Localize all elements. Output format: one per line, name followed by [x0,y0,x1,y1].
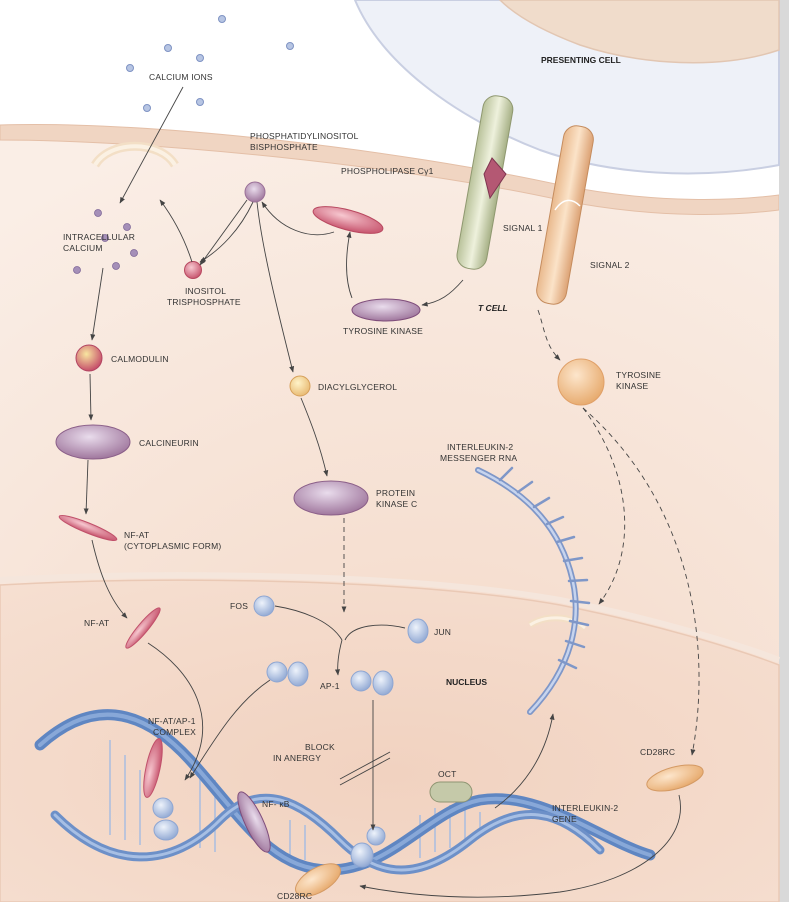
ap1-right [350,670,394,696]
label-intracellular-2: CALCIUM [63,243,103,253]
label-ip3-2: TRISPHOSPHATE [167,297,241,307]
label-cd28rc-bottom: CD28RC [277,891,312,901]
ap1-on-dna [350,826,386,868]
label-pkc-1: PROTEIN [376,488,415,498]
ip3-molecule [184,261,202,279]
presenting-cell-nucleus [498,0,780,64]
label-nucleus: NUCLEUS [446,677,487,687]
label-nfat-cyto-2: (CYTOPLASMIC FORM) [124,541,221,551]
cd28rc-bottom [295,863,341,897]
cd28-receptor [536,125,594,305]
label-il2-mrna-2: MESSENGER RNA [440,453,517,463]
jun [407,618,429,644]
label-block-1: BLOCK [305,742,335,752]
nfat-ap1-complex [143,738,179,841]
oct [429,781,473,803]
label-intracellular-1: INTRACELLULAR [63,232,135,242]
cd28rc-right [646,764,704,792]
label-presenting-cell: PRESENTING CELL [541,55,621,65]
label-pip2-1: PHOSPHATIDYLINOSITOL [250,131,359,141]
label-tyrosine-kinase-tcr: TYROSINE KINASE [343,326,423,336]
label-calcium-ions: CALCIUM IONS [149,72,213,82]
label-fos: FOS [230,601,248,611]
diacylglycerol [289,375,311,397]
intracellular-calcium-dots [73,209,138,274]
label-nfat-cyto-1: NF-AT [124,530,149,540]
label-t-cell: T CELL [478,303,508,313]
label-il2-mrna-1: INTERLEUKIN-2 [447,442,513,452]
label-il2-gene-1: INTERLEUKIN-2 [552,803,618,813]
pip2-molecule [244,181,266,203]
il2-mrna [475,466,591,715]
protein-kinase-c [293,480,369,516]
label-calcineurin: CALCINEURIN [139,438,199,448]
label-pkc-2: KINASE C [376,499,417,509]
label-block-2: IN ANERGY [273,753,321,763]
nuclear-membrane [0,572,781,663]
tyrosine-kinase-tcr [351,298,421,322]
ap1-left [266,661,309,687]
nfkb [237,791,271,853]
label-jun: JUN [434,627,451,637]
calcium-ion-dots [126,15,294,112]
label-complex-2: COMPLEX [153,727,196,737]
label-il2-gene-2: GENE [552,814,577,824]
label-complex-1: NF-AT/AP-1 [148,716,196,726]
calmodulin [75,344,103,372]
label-nfkb: NF- κB [262,799,290,809]
tyrosine-kinase-cd28 [557,358,605,406]
calcineurin [55,424,131,460]
fos [253,595,275,617]
pathway-arrows [83,86,700,898]
tcr-receptor [456,95,514,270]
label-ap1: AP-1 [320,681,340,691]
nfat-nuclear [125,607,161,649]
nuclear-pore [528,614,588,631]
label-oct: OCT [438,769,457,779]
label-plc: PHOSPHOLIPASE Cγ1 [341,166,434,176]
label-signal1: SIGNAL 1 [503,223,543,233]
calcium-channel [91,141,179,168]
label-calmodulin: CALMODULIN [111,354,169,364]
label-diacylglycerol: DIACYLGLYCEROL [318,382,397,392]
label-signal2: SIGNAL 2 [590,260,630,270]
label-tyrosine-kinase-cd28-1: TYROSINE [616,370,661,380]
phospholipase-c-gamma1 [312,206,384,234]
label-tyrosine-kinase-cd28-2: KINASE [616,381,649,391]
label-pip2-2: BISPHOSPHATE [250,142,318,152]
label-cd28rc-right: CD28RC [640,747,675,757]
nfat-cytoplasmic [58,514,118,542]
label-nfat: NF-AT [84,618,109,628]
label-ip3-1: INOSITOL [185,286,226,296]
